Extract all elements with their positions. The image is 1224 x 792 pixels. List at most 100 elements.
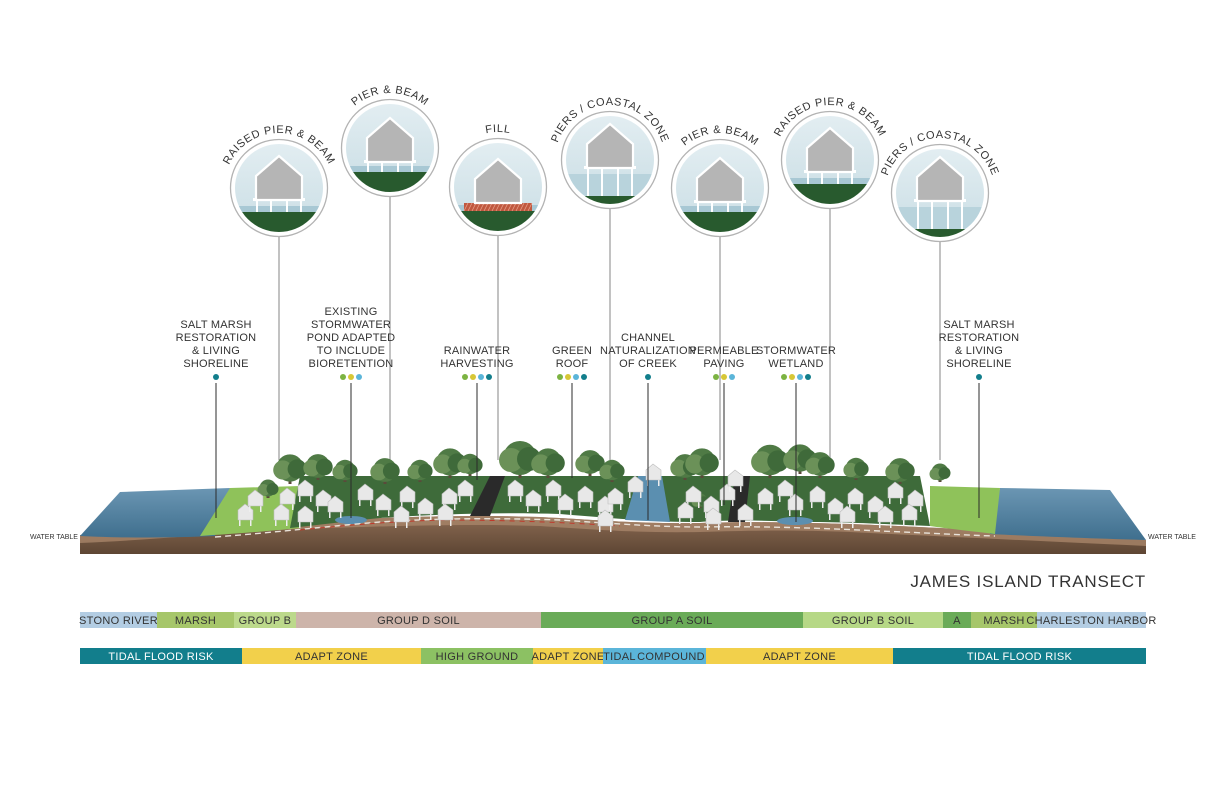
- annotation-text: SALT MARSH: [943, 319, 1014, 331]
- house: [627, 475, 644, 498]
- annotation-text: ROOF: [556, 358, 589, 370]
- strategy-dot: [573, 374, 579, 380]
- house-icon: [915, 155, 965, 203]
- strip-segment: GROUP B: [234, 612, 296, 628]
- house: [607, 487, 624, 510]
- tree: [370, 458, 400, 484]
- strip-label: CHARLESTON HARBOR: [1026, 615, 1156, 627]
- house: [839, 505, 856, 528]
- strip-segment: GROUP B SOIL: [803, 612, 943, 628]
- strategy-dot: [348, 374, 354, 380]
- strip-segment: TIDAL FLOOD RISK: [80, 648, 242, 664]
- strip-label: TIDAL: [603, 651, 636, 663]
- strategy-dot: [781, 374, 787, 380]
- water-table-label-right: WATER TABLE: [1148, 534, 1196, 541]
- annotation-text: RESTORATION: [176, 332, 257, 344]
- house: [247, 489, 264, 512]
- house: [677, 501, 694, 524]
- foundation-raised-pier-beam: RAISED PIER & BEAM: [221, 124, 336, 238]
- strategy-dot: [581, 374, 587, 380]
- tree: [885, 458, 915, 484]
- strip-segment: A: [943, 612, 971, 628]
- annotation-text: GREEN: [552, 345, 592, 357]
- house: [507, 479, 524, 502]
- strip-segment: GROUP D SOIL: [296, 612, 541, 628]
- strategy-dot: [721, 374, 727, 380]
- house: [417, 497, 434, 520]
- tree: [407, 459, 433, 482]
- house: [705, 507, 722, 530]
- stormwater-pond: [335, 516, 367, 524]
- strip-segment: GROUP A SOIL: [541, 612, 803, 628]
- house-icon: [695, 156, 745, 204]
- strategy-dot: [797, 374, 803, 380]
- house: [525, 489, 542, 512]
- strip-segment: CHARLESTON HARBOR: [1026, 612, 1156, 628]
- house-icon: [585, 122, 635, 170]
- house: [399, 485, 416, 508]
- right-salt-marsh: [930, 486, 1000, 534]
- strategy-dot: [340, 374, 346, 380]
- house: [457, 479, 474, 502]
- annotation-text: & LIVING: [192, 345, 240, 357]
- house: [327, 495, 344, 518]
- house: [645, 463, 662, 486]
- tree: [575, 450, 605, 476]
- house: [273, 503, 290, 526]
- strip-label: GROUP B SOIL: [832, 615, 914, 627]
- strip-segment: STONO RIVER: [79, 612, 158, 628]
- house: [809, 485, 826, 508]
- foundation-pier-beam: PIER & BEAM: [670, 124, 770, 238]
- strategy-dot: [976, 374, 982, 380]
- strategy-dot: [805, 374, 811, 380]
- tree: [929, 463, 951, 482]
- house: [847, 487, 864, 510]
- stormwater-wetland: [777, 517, 813, 525]
- strip-label: GROUP B: [239, 615, 292, 627]
- annotation-text: SHORELINE: [183, 358, 248, 370]
- stono-river-water: [80, 488, 230, 538]
- house: [901, 503, 918, 526]
- transect-landscape: [80, 441, 1146, 554]
- annotation-text: HARVESTING: [440, 358, 513, 370]
- strip-segment: ADAPT ZONE: [242, 648, 421, 664]
- tree: [457, 453, 483, 476]
- strategy-dot: [557, 374, 563, 380]
- strategy-dot: [213, 374, 219, 380]
- annotation-text: NATURALIZATION: [600, 345, 696, 357]
- strip-label: STONO RIVER: [79, 615, 158, 627]
- foundation-leader-lines: [278, 196, 941, 460]
- house: [297, 505, 314, 528]
- tree: [303, 454, 333, 480]
- strategy-dot: [356, 374, 362, 380]
- strategy-dot: [729, 374, 735, 380]
- house: [375, 493, 392, 516]
- tree: [599, 459, 625, 482]
- houses: [237, 463, 924, 532]
- annotation-text: WETLAND: [768, 358, 823, 370]
- strip-segment: MARSH: [157, 612, 234, 628]
- house-icon: [805, 126, 855, 174]
- house: [577, 485, 594, 508]
- annotation-text: CHANNEL: [621, 332, 675, 344]
- house: [757, 487, 774, 510]
- strip-label: MARSH: [983, 615, 1024, 627]
- foundation-pier-beam: PIER & BEAM: [340, 84, 440, 198]
- annotation-text: POND ADAPTED: [307, 332, 396, 344]
- strip-segment: ADAPT ZONE: [531, 648, 604, 664]
- strip-segment: TIDAL: [603, 648, 636, 664]
- annotation-text: TO INCLUDE: [317, 345, 385, 357]
- annotation-text: & LIVING: [955, 345, 1003, 357]
- house-icon: [365, 116, 415, 164]
- strip-label: ADAPT ZONE: [763, 651, 836, 663]
- foundation-piers-coastal: PIERS / COASTAL ZONE: [549, 96, 670, 210]
- tree: [332, 459, 358, 482]
- strategy-dot: [478, 374, 484, 380]
- house: [437, 503, 454, 526]
- strip-label: COMPOUND: [637, 651, 705, 663]
